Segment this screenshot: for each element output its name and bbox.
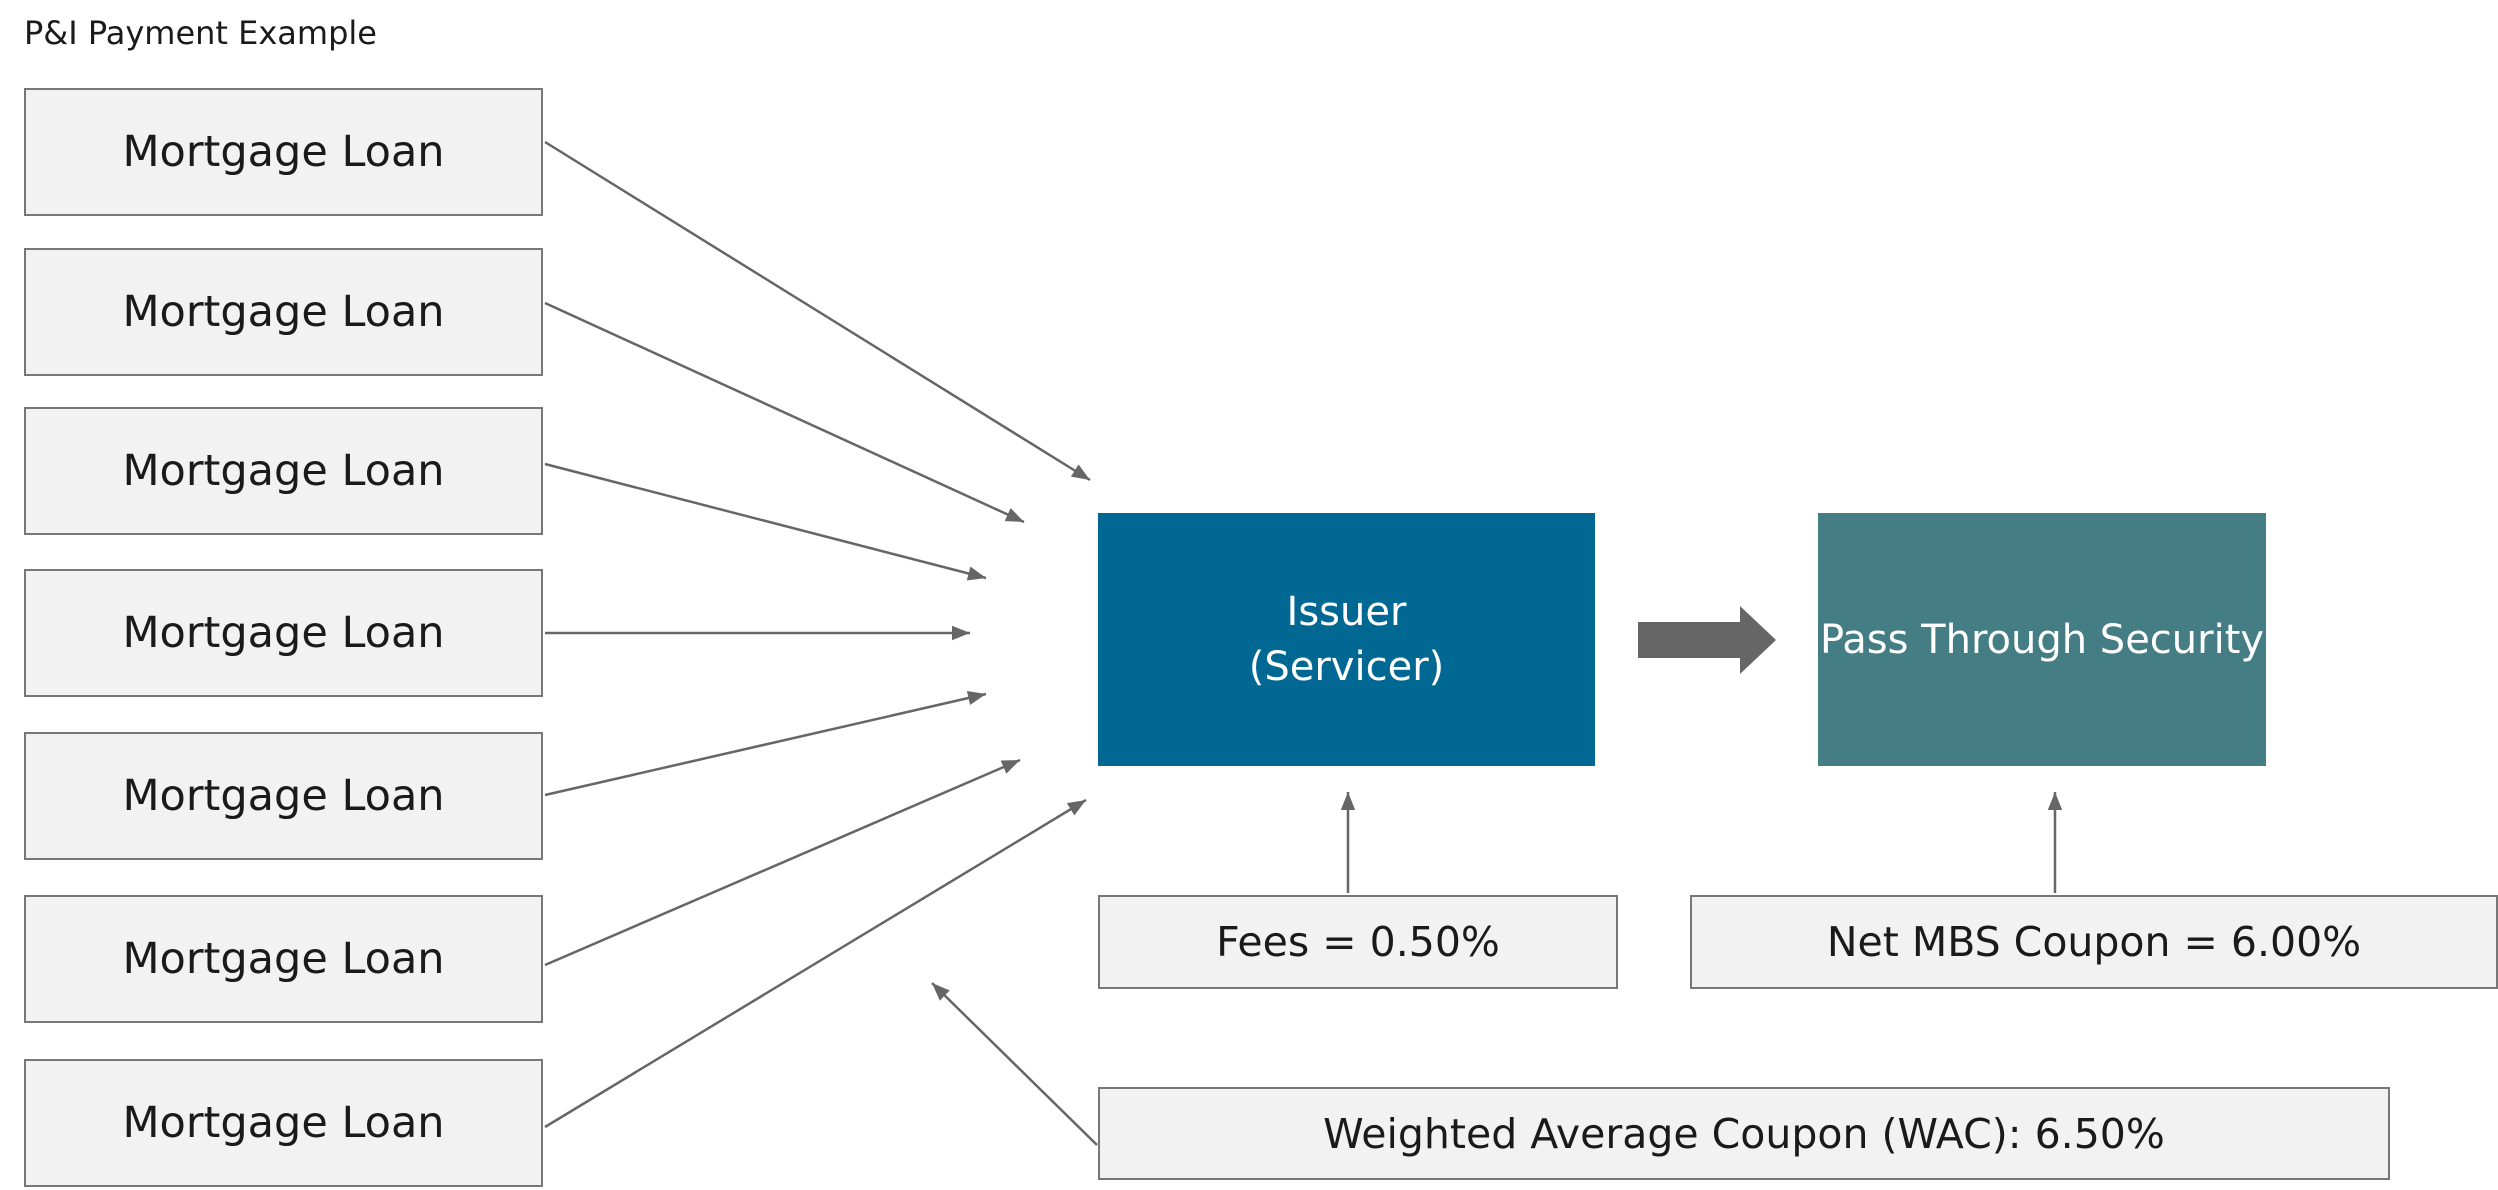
mortgage-loan-box: Mortgage Loan	[24, 732, 543, 860]
net-mbs-coupon-label: Net MBS Coupon = 6.00%	[1826, 918, 2362, 966]
issuer-sublabel: (Servicer)	[1248, 643, 1445, 690]
mortgage-loan-box: Mortgage Loan	[24, 1059, 543, 1187]
wac-label: Weighted Average Coupon (WAC): 6.50%	[1323, 1109, 2165, 1158]
net-mbs-coupon-box: Net MBS Coupon = 6.00%	[1690, 895, 2498, 989]
block-arrow	[1638, 606, 1776, 674]
loan-to-issuer-arrow	[544, 140, 1091, 482]
diagram-title: P&I Payment Example	[24, 14, 377, 52]
mortgage-loan-label: Mortgage Loan	[122, 608, 445, 658]
issuer-label: Issuer	[1286, 588, 1407, 635]
mortgage-loan-label: Mortgage Loan	[122, 446, 445, 496]
mortgage-loan-box: Mortgage Loan	[24, 895, 543, 1023]
wac-box: Weighted Average Coupon (WAC): 6.50%	[1098, 1087, 2390, 1180]
mortgage-loan-box: Mortgage Loan	[24, 407, 543, 535]
mortgage-loan-label: Mortgage Loan	[122, 127, 445, 177]
mortgage-loan-box: Mortgage Loan	[24, 88, 543, 216]
loan-to-issuer-arrow	[544, 301, 1025, 524]
loan-to-issuer-arrow	[544, 691, 987, 797]
fees-label: Fees = 0.50%	[1216, 918, 1500, 966]
pass-through-security-label: Pass Through Security	[1819, 616, 2265, 663]
mortgage-loan-label: Mortgage Loan	[122, 771, 445, 821]
mortgage-loan-label: Mortgage Loan	[122, 1098, 445, 1148]
wac-arrow	[931, 982, 1098, 1146]
loan-to-issuer-arrow	[544, 798, 1087, 1129]
mortgage-loan-label: Mortgage Loan	[122, 934, 445, 984]
issuer-box: Issuer (Servicer)	[1098, 513, 1595, 766]
loan-to-issuer-arrow	[544, 462, 987, 581]
fees-box: Fees = 0.50%	[1098, 895, 1618, 989]
loan-to-issuer-arrow	[544, 758, 1021, 967]
mortgage-loan-box: Mortgage Loan	[24, 248, 543, 376]
pass-through-security-box: Pass Through Security	[1818, 513, 2266, 766]
mortgage-loan-box: Mortgage Loan	[24, 569, 543, 697]
mortgage-loan-label: Mortgage Loan	[122, 287, 445, 337]
